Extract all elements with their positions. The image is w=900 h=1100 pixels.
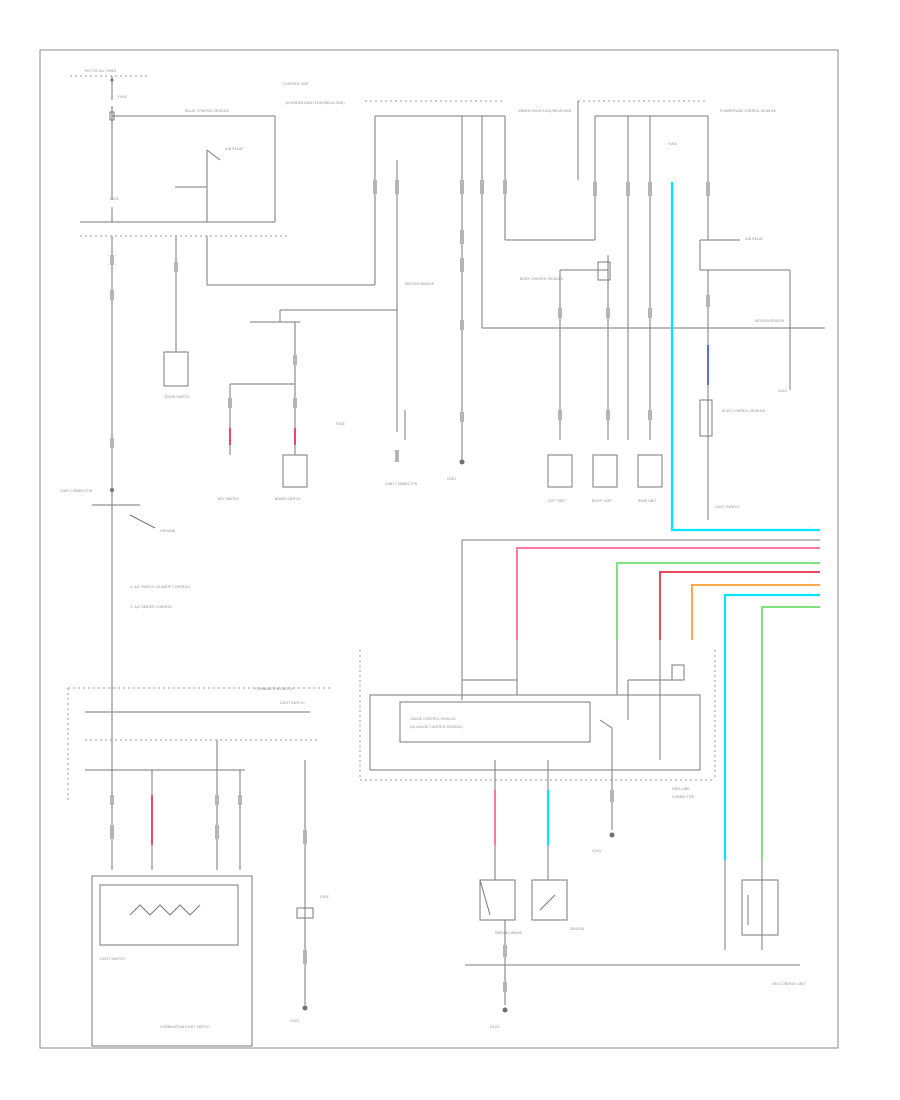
top-center-module-label: UNDER-HOOD FUSE/RELAY BOX <box>518 109 572 113</box>
svg-text:- -: - - <box>808 558 811 562</box>
bottom-left-assy-label: COMBINATION LIGHT SWITCH <box>160 1025 210 1029</box>
switch-b-label: BRAKE SWITCH <box>275 497 301 501</box>
top-right-module-label: POWERTRAIN CONTROL MODULE <box>720 109 776 113</box>
door-switch-label: DOOR SWITCH <box>165 395 190 399</box>
right-lower-conn: CONNECTOR <box>672 795 694 799</box>
light-switch-inner <box>99 884 239 946</box>
relay-label: IGN RELAY <box>225 147 244 151</box>
unit-c-label: REAR UNIT <box>638 499 657 503</box>
combination-switch-section: COMBINATION SWITCH LIGHT SWITCH LIGHT SW… <box>67 680 330 1047</box>
fuse-box-label: RELAY CONTROL MODULE <box>185 109 229 113</box>
right-lower-label: DATA LINK <box>672 787 690 791</box>
unit-c-box <box>637 454 663 488</box>
combo-switch-label: COMBINATION SWITCH <box>255 687 294 691</box>
fuse-box-note: (IN UNDER-DASH FUSE/RELAY BOX) <box>285 101 345 105</box>
right-top-label: IGN RELAY <box>745 237 764 241</box>
panel-ground-label: FUSE <box>320 895 329 899</box>
sw-c-label: PARKING BRAKE <box>495 931 522 935</box>
unit-b-label: RIGHT UNIT <box>592 499 613 503</box>
ground-a-label: G301 <box>447 477 456 481</box>
unit-b-box <box>592 454 618 488</box>
right-module-label: BODY CONTROL MODULE <box>722 409 765 413</box>
switch-d-box <box>531 879 568 921</box>
svg-text:- -: - - <box>808 580 811 584</box>
main-unit-sub: (IN GAUGE CONTROL MODULE) <box>410 725 464 729</box>
colored-bus: - - - - - - - - - - - - - - <box>461 182 820 860</box>
panel-left-text: LIGHT SWITCH <box>100 957 125 961</box>
svg-text:- -: - - <box>808 602 811 606</box>
top-left-power-section: HOT AT ALL TIMES FUSE RELAY CONTROL MODU… <box>70 69 375 490</box>
top-right-section: POWERTRAIN CONTROL MODULE FUSE BODY CONT… <box>520 100 791 520</box>
switch-c-box <box>479 879 516 921</box>
bus-label: HOT AT ALL TIMES <box>85 69 116 73</box>
main-unit-box <box>369 694 701 771</box>
light-switch-panel <box>91 875 253 1047</box>
fuse-label-left: FUSE <box>110 197 119 201</box>
control-unit-label: CONTROL UNIT <box>283 82 310 86</box>
left-splice-label: JOINT CONNECTOR <box>59 489 93 493</box>
switch-a-label: KEY SWITCH <box>218 497 239 501</box>
sw-d-label: SENSOR <box>570 927 585 931</box>
fuse-right-label: FUSE <box>668 142 677 146</box>
door-switch-box <box>163 351 189 387</box>
switch-unit-right-label: LIGHT SWITCH <box>715 505 740 509</box>
left-ground-ref: GROUND <box>160 529 176 533</box>
note-1: 1. A/C SWITCH (CLIMATE CONTROL) <box>130 585 191 589</box>
combo-sub-label: LIGHT SWITCH <box>280 701 305 705</box>
diagram-frame <box>39 49 839 1049</box>
unit-header-label: BODY CONTROL MODULE <box>520 277 563 281</box>
svg-text:- -: - - <box>808 590 811 594</box>
unit-a-box <box>547 454 573 488</box>
joint-label: JOINT CONNECTOR <box>384 482 418 486</box>
bottom-right-module-label: SRS CONTROL UNIT <box>772 982 806 986</box>
fuse-center-label: FUSE <box>336 422 345 426</box>
panel-ground: G502 <box>290 1019 299 1023</box>
note-2: 2. A/C HEATER CONTROL <box>130 605 172 609</box>
sensor-center-label: MOTION SENSOR <box>405 282 435 286</box>
svg-text:- -: - - <box>808 525 811 529</box>
svg-text:- -: - - <box>808 543 811 547</box>
bottom-ground-label: G101 <box>490 1025 499 1029</box>
svg-text:- -: - - <box>808 567 811 571</box>
unit-a-label: LEFT UNIT <box>548 499 566 503</box>
right-ground-label: G401 <box>778 389 787 393</box>
top-center-section: UNDER-HOOD FUSE/RELAY BOX MOTION SENSOR … <box>218 100 825 501</box>
main-unit-section: GAUGE CONTROL MODULE (IN GAUGE CONTROL M… <box>359 640 806 1029</box>
right-mid-label: MOTION SENSOR <box>755 319 785 323</box>
left-middle-section: JOINT CONNECTOR GROUND 1. A/C SWITCH (CL… <box>59 438 191 680</box>
center-ground-label: G201 <box>592 849 601 853</box>
fuse-top-label: FUSE <box>118 95 127 99</box>
main-unit-label: GAUGE CONTROL MODULE <box>410 717 456 721</box>
